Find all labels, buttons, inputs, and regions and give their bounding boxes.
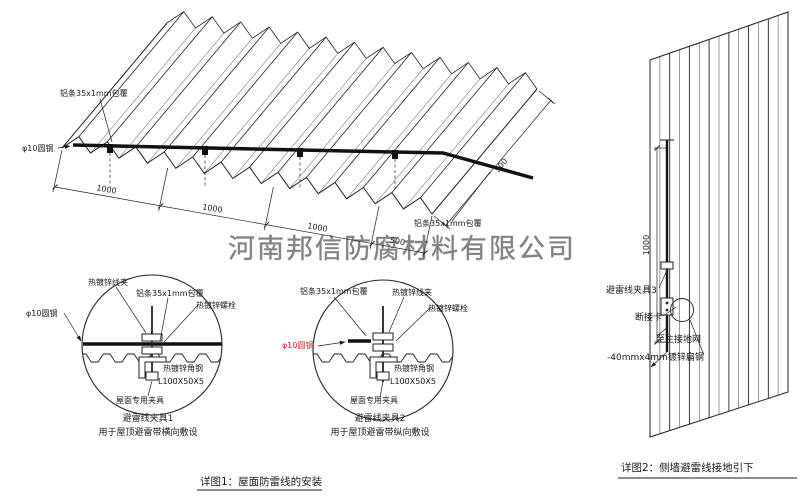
d1-label-clamp: 热镀锌线夹 bbox=[88, 277, 128, 287]
dim-1000-a: 1000 bbox=[96, 183, 118, 195]
roof-label-round-steel: φ10圆钢 bbox=[22, 143, 53, 153]
detail-circle-1 bbox=[81, 274, 223, 416]
company-watermark: 河南邦信防腐材料有限公司 bbox=[228, 234, 576, 265]
d2-label-angle-spec: L100X50X5 bbox=[390, 377, 436, 386]
wall-corrugation-ribs bbox=[649, 11, 789, 438]
d2-label-bolt: 热镀锌螺栓 bbox=[428, 303, 468, 313]
d2-title: 避雷线夹具2 bbox=[355, 412, 406, 424]
d2-label-roof-clamp: 屋面专用夹具 bbox=[350, 395, 398, 405]
roof-dimension-chain: 1000 1000 1000 500 bbox=[52, 149, 433, 259]
leader-round-steel bbox=[57, 144, 71, 149]
clamp-plate-bottom-2 bbox=[372, 343, 394, 352]
d2-label-angle: 热镀锌角钢 bbox=[394, 363, 434, 373]
d2-subtitle: 用于屋顶避雷带纵向敷设 bbox=[330, 426, 429, 438]
wall-label-clamp3: 避雷线夹具3 bbox=[606, 284, 657, 296]
wall-downlead-drawing: 1000 避雷线夹具3 断接卡 至主接地网 -40mmx4mm镀锌扁钢 bbox=[606, 11, 789, 438]
d1-title: 避雷线夹具1 bbox=[123, 412, 174, 424]
d1-subtitle: 用于屋顶避雷带横向敷设 bbox=[98, 426, 197, 438]
d1-label-roof-clamp: 屋面专用夹具 bbox=[116, 395, 164, 405]
detail-circle-2 bbox=[312, 279, 454, 421]
figure-captions: 详图1：屋面防雷线的安装 详图2：侧墙避雷线接地引下 bbox=[197, 461, 797, 491]
d2-label-alu: 铝条35x1mm包覆 bbox=[300, 286, 368, 296]
d1-label-round-steel: φ10圆钢 bbox=[26, 308, 57, 318]
wall-dim-1000: 1000 bbox=[642, 235, 651, 255]
roof-corrugation-ribs bbox=[61, 11, 538, 215]
clamp-plate-bottom-1 bbox=[141, 346, 163, 355]
dim-500-a: 500 bbox=[389, 236, 406, 248]
d1-label-angle: 热镀锌角钢 bbox=[163, 363, 203, 373]
dim-1000-c: 1000 bbox=[307, 221, 329, 233]
wall-label-breaker: 断接卡 bbox=[635, 311, 662, 323]
breaker-detail-circle bbox=[670, 298, 694, 322]
d1-label-alu: 铝条35x1mm包覆 bbox=[136, 288, 204, 298]
wall-label-to-ground: 至主接地网 bbox=[656, 333, 701, 345]
lightning-wire bbox=[72, 143, 534, 180]
roof-profile-section-2 bbox=[313, 353, 453, 363]
wire-clamp-symbols bbox=[107, 144, 398, 190]
caption-fig1: 详图1：屋面防雷线的安装 bbox=[200, 475, 323, 488]
angle-steel-1 bbox=[138, 356, 167, 379]
d2-label-clamp: 热镀锌线夹 bbox=[392, 287, 432, 297]
clamp-plate-top-1 bbox=[141, 333, 163, 342]
roof-isometric-drawing: 铝条35x1mm包覆 φ10圆钢 铝条35x1mm包覆 1000 1000 10… bbox=[22, 11, 556, 259]
detail-1-drawing: 热镀锌线夹 铝条35x1mm包覆 热镀锌螺栓 φ10圆钢 热镀锌角钢 L100X… bbox=[26, 274, 236, 438]
roof-clamp-foot-2 bbox=[376, 371, 390, 381]
detail-2-drawing: 铝条35x1mm包覆 热镀锌线夹 热镀锌螺栓 φ10圆钢 热镀锌角钢 L100X… bbox=[282, 279, 468, 438]
roof-clamp-foot-1 bbox=[145, 371, 159, 381]
d1-label-bolt: 热镀锌螺栓 bbox=[196, 300, 236, 310]
to-ground-arrow bbox=[650, 351, 668, 368]
leader-alu-top bbox=[99, 98, 113, 143]
caption-fig2: 详图2：侧墙避雷线接地引下 bbox=[621, 461, 754, 474]
d2-label-round-steel: φ10圆钢 bbox=[282, 340, 313, 350]
dim-1000-b: 1000 bbox=[202, 202, 224, 214]
roof-label-alu-top: 铝条35x1mm包覆 bbox=[60, 88, 128, 98]
wall-clamp-3 bbox=[660, 261, 674, 270]
wall-dimension: 1000 bbox=[642, 145, 666, 345]
d1-label-angle-spec: L100X50X5 bbox=[158, 377, 204, 386]
angle-steel-2 bbox=[369, 356, 398, 379]
clamp-plate-top-2 bbox=[372, 332, 394, 341]
wall-label-flat-steel: -40mmx4mm镀锌扁钢 bbox=[607, 351, 704, 363]
